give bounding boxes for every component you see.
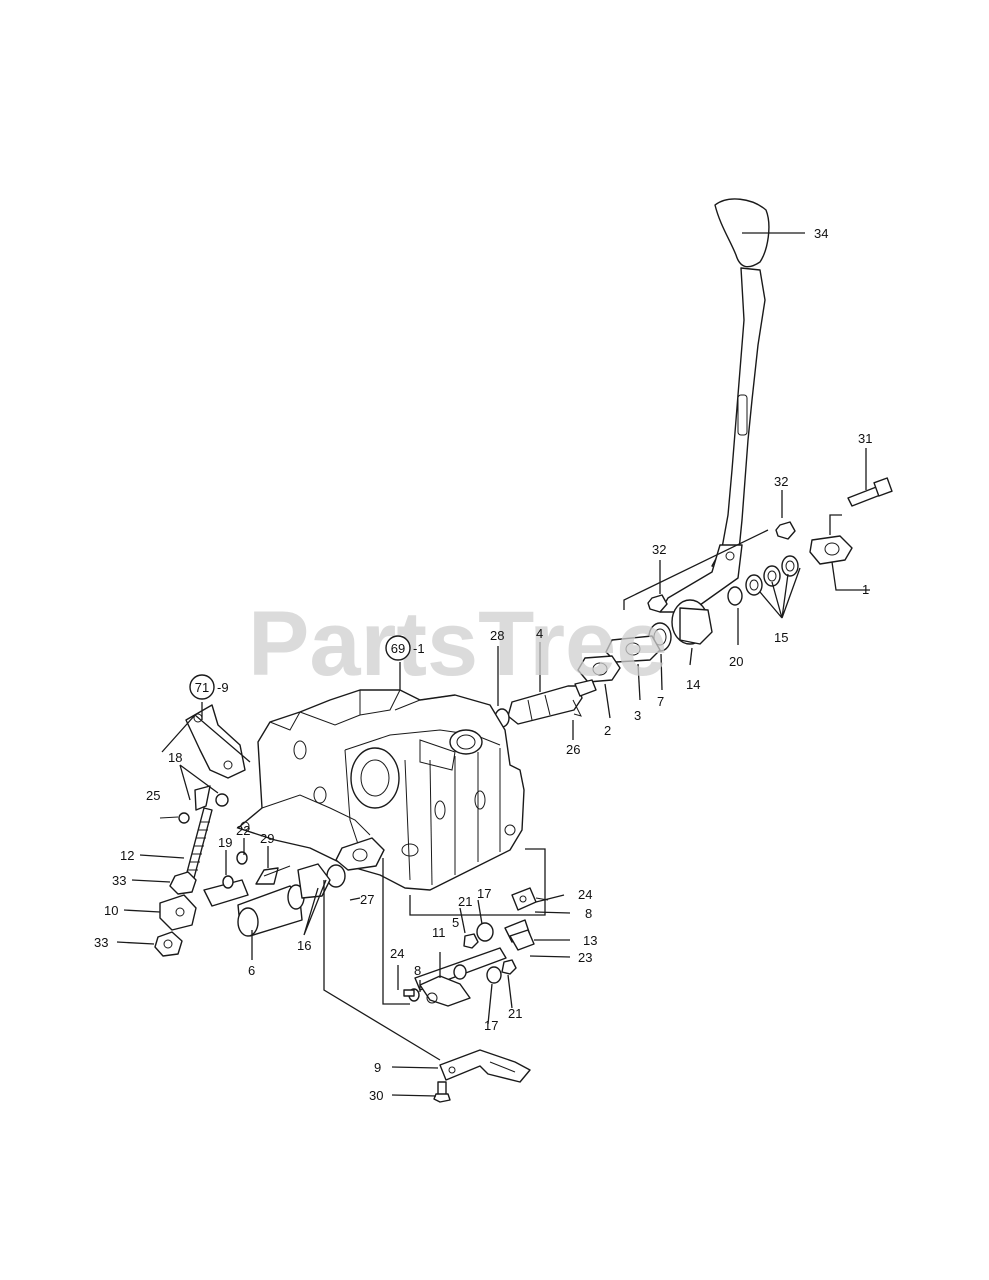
part-label-21: 21 [508, 1006, 522, 1021]
part-label-1: 1 [862, 582, 869, 597]
part-label-24: 24 [578, 887, 592, 902]
watermark-text: PartsTree [248, 593, 667, 695]
part-label-24: 24 [390, 946, 404, 961]
leader-lines [116, 232, 870, 1097]
part-label-16: 16 [297, 938, 311, 953]
part-label-2: 2 [604, 723, 611, 738]
part-label-8: 8 [585, 906, 592, 921]
shaft-washer-stack [577, 477, 893, 683]
part-label-3: 3 [634, 708, 641, 723]
part-label-8: 8 [414, 963, 421, 978]
part-label-34: 34 [814, 226, 828, 241]
part-label-15: 15 [774, 630, 788, 645]
reference-circle [385, 635, 411, 661]
reference-number: 71 [195, 680, 209, 695]
part-label-11: 11 [432, 925, 446, 940]
part-labels: 34 31 32 32 1 15 20 14 7 3 2 26 4 28 18 … [94, 226, 872, 1103]
part-label-25: 25 [146, 788, 160, 803]
main-shaft [494, 679, 597, 728]
part-label-29: 29 [260, 831, 274, 846]
part-label-20: 20 [729, 654, 743, 669]
part-label-13: 13 [583, 933, 597, 948]
reference-number: 69 [391, 641, 405, 656]
part-label-33: 33 [94, 935, 108, 950]
part-label-30: 30 [369, 1088, 383, 1103]
reference-suffix: -1 [413, 641, 425, 656]
part-label-4: 4 [536, 626, 543, 641]
part-label-10: 10 [104, 903, 118, 918]
part-label-26: 26 [566, 742, 580, 757]
reference-69: 69 -1 [385, 635, 425, 661]
part-label-12: 12 [120, 848, 134, 863]
part-label-22: 22 [236, 823, 250, 838]
part-label-5: 5 [452, 915, 459, 930]
part-label-17: 17 [484, 1018, 498, 1033]
lever-grip [714, 198, 770, 268]
part-label-9: 9 [374, 1060, 381, 1075]
part-label-23: 23 [578, 950, 592, 965]
part-label-7: 7 [657, 694, 664, 709]
part-label-21: 21 [458, 894, 472, 909]
part-label-33: 33 [112, 873, 126, 888]
part-label-28: 28 [490, 628, 504, 643]
part-label-18: 18 [168, 750, 182, 765]
reference-circle [189, 674, 215, 700]
lower-linkage [403, 887, 549, 1103]
part-label-17: 17 [477, 886, 491, 901]
part-label-31: 31 [858, 431, 872, 446]
o-ring-27 [326, 864, 346, 888]
part-label-32: 32 [652, 542, 666, 557]
part-label-6: 6 [248, 963, 255, 978]
part-label-14: 14 [686, 677, 700, 692]
part-label-27: 27 [360, 892, 374, 907]
transmission-housing [237, 689, 525, 891]
part-label-19: 19 [218, 835, 232, 850]
part-label-32: 32 [774, 474, 788, 489]
left-linkage [154, 704, 331, 957]
reference-suffix: -9 [217, 680, 229, 695]
shift-lever [659, 267, 766, 613]
reference-71: 71 -9 [189, 674, 229, 700]
